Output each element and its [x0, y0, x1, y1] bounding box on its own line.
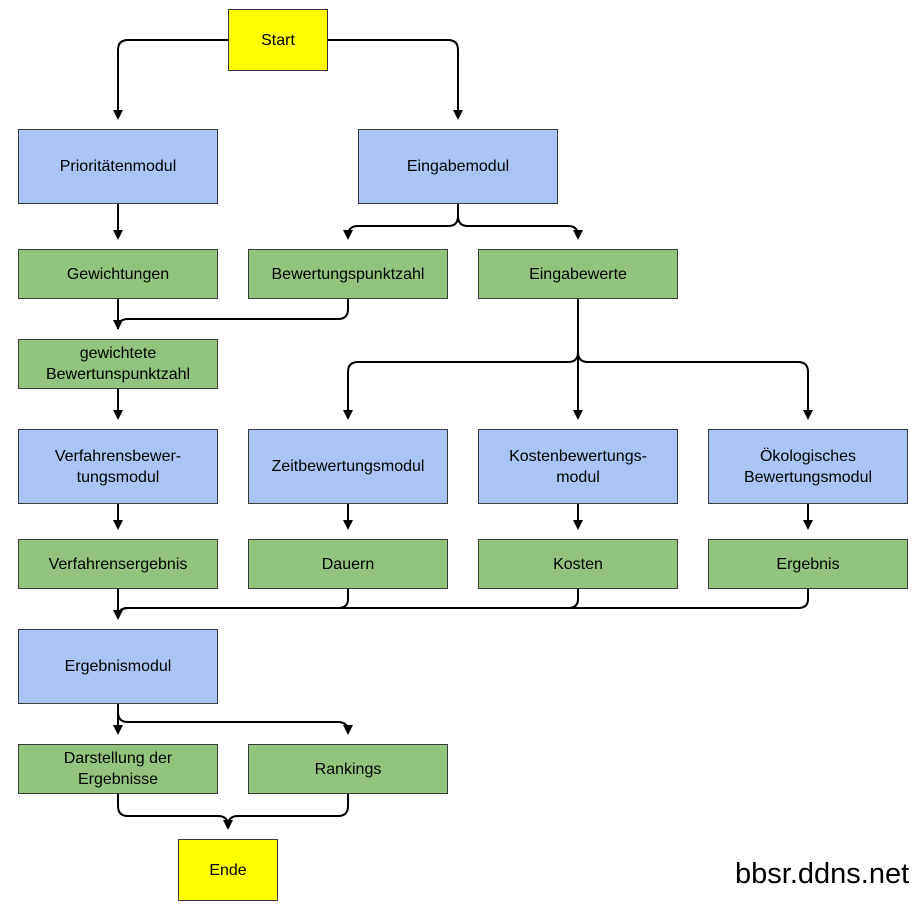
eingabemodul-node: Eingabemodul	[358, 129, 558, 204]
ende-node: Ende	[178, 839, 278, 901]
ergebnismodul-label: Ergebnismodul	[64, 658, 172, 675]
bewertungspunktzahl-node: Bewertungspunktzahl	[248, 249, 448, 299]
prioritaetenmodul-node: Prioritätenmodul	[18, 129, 218, 204]
edge-start-eingabemodul	[328, 39, 463, 120]
gewichtete-bewertung-node: gewichtete Bewertunspunktzahl	[18, 339, 218, 389]
edge-eingabewerte-oekologisches-modul	[577, 351, 813, 420]
ergebnismodul-node: Ergebnismodul	[18, 629, 218, 704]
oekologisches-modul-label: Ökologisches Bewertungsmodul	[743, 447, 873, 486]
zeitbewertungsmodul-node: Zeitbewertungsmodul	[248, 429, 448, 504]
verfahrensbewertungsmodul-node: Verfahrensbewer- tungsmodul	[18, 429, 218, 504]
edge-eingabemodul-eingabewerte	[457, 204, 583, 240]
edge-darstellung-ende	[117, 794, 233, 830]
prioritaetenmodul-label: Prioritätenmodul	[59, 158, 177, 175]
ergebnis-node: Ergebnis	[708, 539, 908, 589]
kosten-node: Kosten	[478, 539, 678, 589]
start-label: Start	[261, 31, 295, 49]
start-node: Start	[228, 9, 328, 71]
edge-ergebnismodul-rankings	[117, 711, 353, 735]
eingabemodul-label: Eingabemodul	[406, 158, 510, 175]
rankings-label: Rankings	[314, 760, 382, 778]
darstellung-label: Darstellung der Ergebnisse	[63, 750, 173, 788]
darstellung-node: Darstellung der Ergebnisse	[18, 744, 218, 794]
gewichtungen-label: Gewichtungen	[66, 265, 170, 283]
edge-dauern-ergebnismodul	[117, 589, 349, 619]
edge-bewertungspunktzahl-gewichtete	[117, 299, 349, 330]
rankings-node: Rankings	[248, 744, 448, 794]
zeitbewertungsmodul-label: Zeitbewertungsmodul	[271, 458, 425, 475]
gewichtete-bewertung-label: gewichtete Bewertunspunktzahl	[45, 345, 191, 383]
edge-ergebnis-ergebnismodul	[117, 589, 809, 619]
edge-eingabemodul-bewertungspunktzahl	[343, 204, 459, 240]
ergebnis-label: Ergebnis	[776, 555, 840, 573]
edge-eingabewerte-zeitbewertungsmodul	[343, 299, 579, 420]
kostenbewertungsmodul-label: Kostenbewertungs- modul	[509, 447, 647, 486]
dauern-node: Dauern	[248, 539, 448, 589]
kostenbewertungsmodul-node: Kostenbewertungs- modul	[478, 429, 678, 504]
gewichtungen-node: Gewichtungen	[18, 249, 218, 299]
ende-label: Ende	[209, 861, 247, 879]
edge-start-prioritaetenmodul	[113, 39, 228, 120]
dauern-label: Dauern	[321, 555, 375, 573]
edge-rankings-ende	[227, 794, 349, 827]
verfahrensbewertungsmodul-label: Verfahrensbewer- tungsmodul	[54, 447, 182, 486]
bewertungspunktzahl-label: Bewertungspunktzahl	[271, 265, 425, 283]
verfahrensergebnis-label: Verfahrensergebnis	[48, 555, 188, 573]
eingabewerte-node: Eingabewerte	[478, 249, 678, 299]
oekologisches-modul-node: Ökologisches Bewertungsmodul	[708, 429, 908, 504]
verfahrensergebnis-node: Verfahrensergebnis	[18, 539, 218, 589]
eingabewerte-label: Eingabewerte	[529, 265, 627, 283]
watermark-text: bbsr.ddns.net	[735, 858, 910, 890]
kosten-label: Kosten	[553, 555, 603, 573]
